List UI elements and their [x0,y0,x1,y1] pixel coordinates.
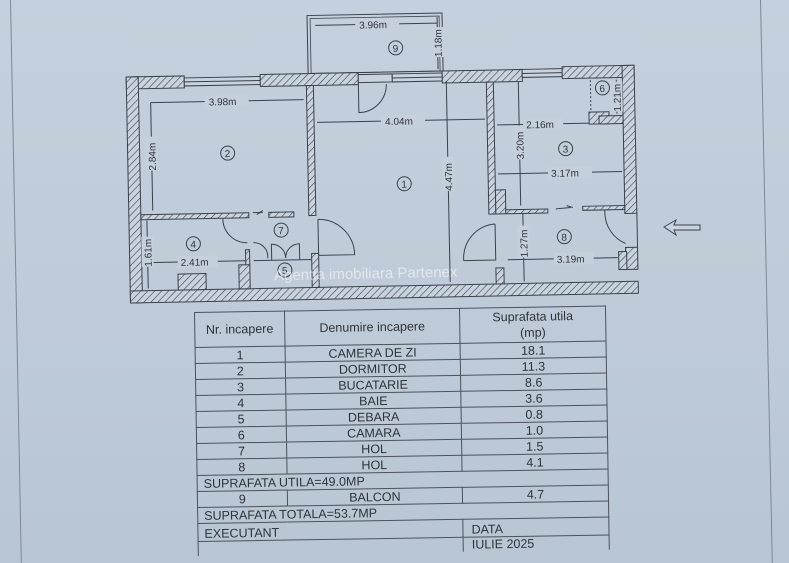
dim-bedroom-depth: 2.84m [147,143,159,171]
row-nr: 5 [196,410,287,428]
area-table: Nr. incapere Denumire incapere Suprafata… [194,306,610,556]
dim-bath-depth: 1.61m [143,239,155,267]
dim-balcony-width: 3.96m [359,20,387,32]
header-area: Suprafata utila (mp) [459,306,607,344]
watermark: Agentia imobiliara Partenex [274,264,458,285]
header-nr: Nr. incapere [194,311,285,348]
row-nr: 8 [196,458,287,476]
header-name: Denumire incapere [284,308,461,347]
row-nr: 7 [196,442,287,460]
header-area-line2: (mp) [519,325,546,340]
row-nr: 9 [197,490,288,508]
dim-hall-depth: 1.27m [519,230,531,258]
dim-balcony-depth: 1.18m [433,29,445,57]
dim-kitchen-width: 3.17m [551,168,579,180]
room-label-9: 9 [393,44,399,55]
room-label-7: 7 [278,226,284,237]
row-nr: 3 [195,378,286,396]
row-nr: 2 [195,362,286,380]
dim-bath-width: 2.41m [181,258,209,270]
room-label-1: 1 [401,180,407,191]
row-nr: 4 [195,394,286,412]
room-label-6: 6 [599,84,605,95]
room-label-3: 3 [563,145,569,156]
dim-living-width: 4.04m [385,117,413,129]
dim-pantry-depth: 1.21m [612,84,624,112]
room-label-5: 5 [282,266,288,277]
room-label-2: 2 [225,149,231,160]
arrow-left-icon [663,218,701,237]
dim-kitchen-depth: 3.20m [515,132,527,160]
floor-plan-drawing: 3.96m 1.18m 3.98m 2.84m 4.04m 4.47m 2.16… [125,12,701,304]
dim-bedroom-width: 3.98m [209,97,237,109]
dim-living-depth: 4.47m [444,163,456,191]
date-value: IULIE 2025 [463,535,610,552]
row-nr: 1 [195,346,286,364]
dim-hall-width: 3.19m [557,254,585,266]
row-nr: 6 [196,426,287,444]
dim-kitchen-width-upper: 2.16m [526,120,554,132]
room-label-4: 4 [190,240,196,251]
date-label: DATA [462,517,610,538]
room-label-8: 8 [561,233,567,244]
